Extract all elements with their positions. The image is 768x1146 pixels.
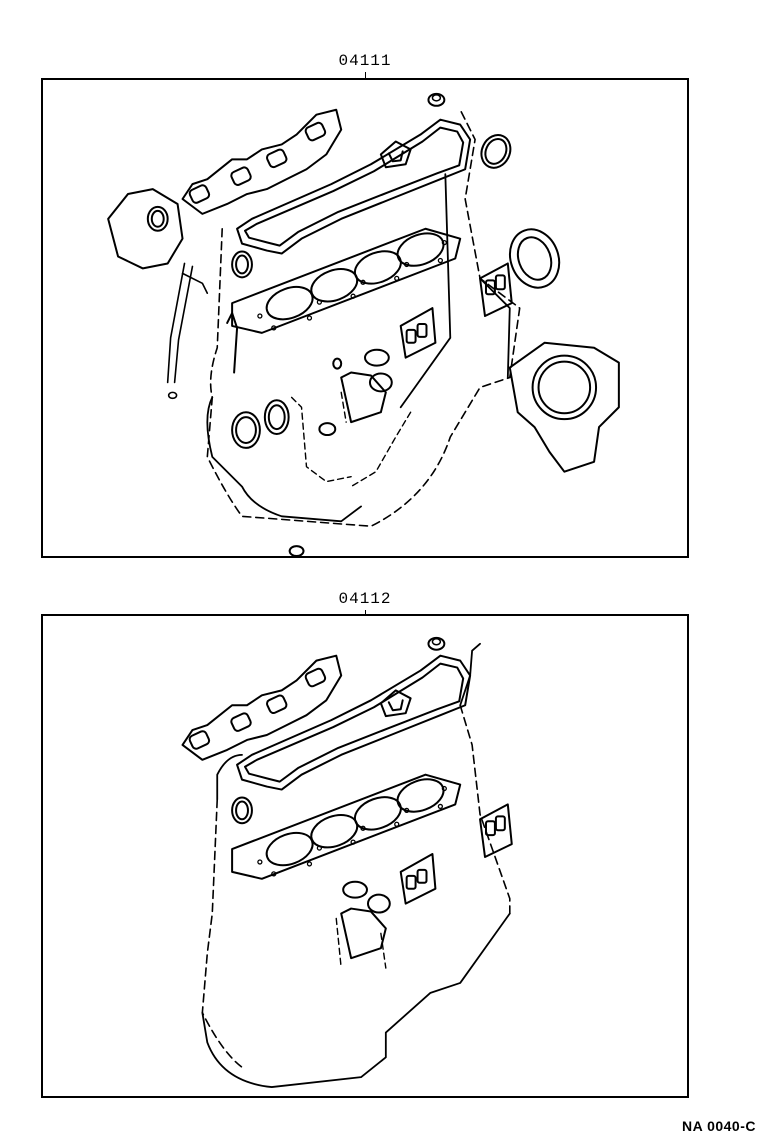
oil-filler-cap-gasket [428,638,444,650]
cam-plug [381,690,411,716]
front-oil-seal [148,207,168,231]
oil-strainer-gasket [292,392,411,486]
cylinder-head-gasket [232,227,460,332]
engine-block-outline [207,110,519,527]
figure-code: NA 0040-C [681,1118,756,1134]
gasket-kit-panel-upper [41,78,689,558]
engine-block-outline [202,705,509,1067]
manifold-gasket [183,656,342,760]
water-outlet-gasket [227,252,252,373]
gasket-kit-illustration-full [43,80,687,556]
crankshaft-front-seal [232,400,289,448]
leader-line-upper [365,72,366,80]
rear-oil-seal-retainer [502,222,567,294]
distributor-o-ring [476,130,515,172]
leader-line-lower [365,610,366,616]
fuel-pump-gasket [401,308,436,358]
cam-plug [381,141,411,167]
rocker-cover-gasket [237,120,470,254]
oil-strainer-gasket [336,918,386,968]
kit-part-number-lower: 04112 [338,590,392,608]
water-outlet-gasket [232,797,252,823]
engine-block-solid [207,174,509,521]
engine-block-solid [202,644,509,1087]
misc-o-rings [341,882,390,958]
oil-filler-cap-gasket [428,94,444,106]
misc-o-rings [290,350,392,556]
timing-cover-gasket [108,189,182,268]
water-inlet-gasket [480,804,512,857]
water-inlet-gasket [480,263,512,316]
manifold-gasket [183,110,342,214]
gasket-kit-illustration-head [43,616,687,1096]
cylinder-head-gasket [232,773,460,878]
dipstick-tube-gasket [168,263,208,398]
kit-part-number-upper: 04111 [338,52,392,70]
oil-pan-gasket [510,343,619,472]
fuel-pump-gasket [401,854,436,904]
gasket-kit-panel-lower [41,614,689,1098]
rocker-cover-gasket [237,656,470,790]
